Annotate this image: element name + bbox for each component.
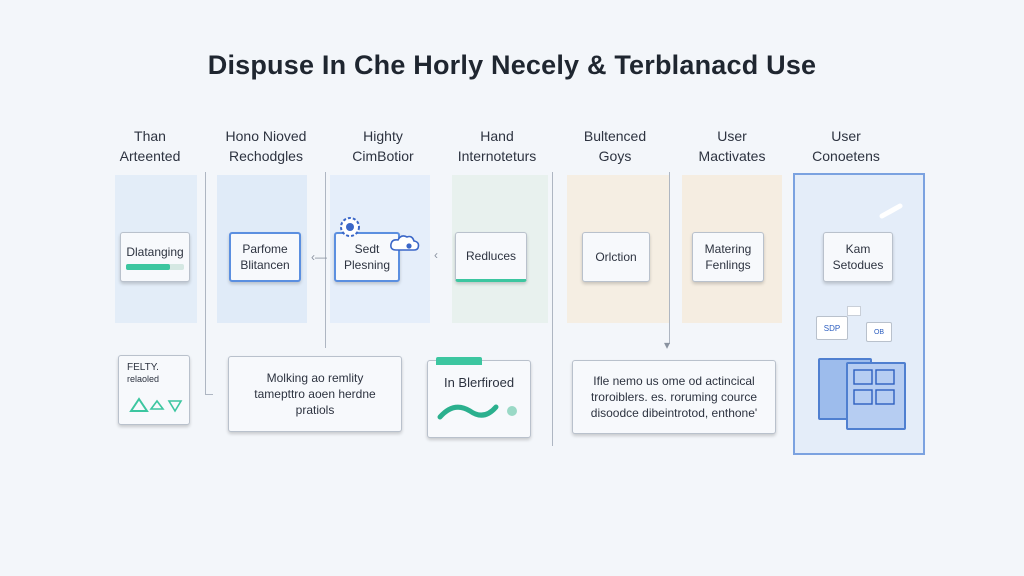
column-header-4: Hand Internoteturs	[437, 126, 557, 166]
node-matering-line2: Fenlings	[705, 258, 751, 272]
node-kam[interactable]: Kam Setodues	[823, 232, 893, 282]
node-orlction[interactable]: Orlction	[582, 232, 650, 282]
column-header-3: Highty CimBotior	[323, 126, 443, 166]
column-header-2-line2: Rechodgles	[229, 148, 303, 164]
cloud-icon	[390, 235, 420, 251]
badge-ob: OB	[866, 322, 892, 342]
node-in-blerfiroed-label: In Blerfiroed	[443, 375, 515, 390]
node-dlatanging-label: Dlatanging	[126, 245, 184, 259]
node-redluces-label: Redluces	[465, 249, 517, 263]
wave-icon	[437, 404, 517, 420]
arrow-down-icon: ▾	[664, 338, 671, 352]
grid-image-icon	[853, 369, 895, 405]
column-header-1: Than Arteented	[90, 126, 210, 166]
column-header-7-line1: User	[831, 128, 861, 144]
column-header-6: User Mactivates	[672, 126, 792, 166]
node-sedt-line2: Plesning	[343, 258, 391, 272]
node-molking[interactable]: Molking ao remlity tamepttro aoen herdne…	[228, 356, 402, 432]
column-header-1-line2: Arteented	[119, 148, 181, 164]
page-title: Dispuse In Che Horly Necely & Terblanacd…	[207, 50, 817, 80]
node-sedt-line1: Sedt	[354, 242, 380, 256]
column-header-5-line2: Goys	[598, 148, 632, 164]
column-header-6-line2: Mactivates	[698, 148, 766, 164]
badge-sdp: SDP	[816, 316, 848, 340]
node-dlatanging[interactable]: Dlatanging	[120, 232, 190, 282]
node-ifle-line2: troroiblers. es. roruming cource	[590, 390, 758, 404]
column-header-4-line1: Hand	[480, 128, 514, 144]
column-header-7: User Conoetens	[786, 126, 906, 166]
node-molking-line1: Molking ao remlity	[266, 371, 364, 385]
mini-card	[847, 306, 861, 316]
node-parfome[interactable]: Parfome Blitancen	[229, 232, 301, 282]
node-molking-line3: pratiols	[295, 403, 335, 417]
column-header-4-line2: Internoteturs	[457, 148, 537, 164]
badge-sdp-label: SDP	[823, 323, 841, 333]
column-header-2-line1: Hono Nioved	[225, 128, 307, 144]
column-header-3-line2: CimBotior	[352, 148, 414, 164]
node-matering[interactable]: Matering Fenlings	[692, 232, 764, 282]
node-ifle-line3: disoodce dibeintrotod, enthone'	[590, 406, 758, 420]
node-felty-line2: relaoled	[127, 374, 160, 384]
divider-line-1-foot	[205, 394, 213, 395]
triangle-icons	[129, 397, 183, 413]
node-orlction-label: Orlction	[595, 250, 637, 264]
badge-ob-label: OB	[873, 328, 885, 336]
column-header-6-line1: User	[717, 128, 747, 144]
link-icon	[879, 203, 903, 219]
column-header-5-line1: Bultenced	[583, 128, 647, 144]
column-header-5: Bultenced Goys	[555, 126, 675, 166]
node-redluces[interactable]: Redluces	[455, 232, 527, 282]
node-felty[interactable]: FELTY. relaoled	[118, 355, 190, 425]
gear-icon	[340, 217, 360, 237]
divider-line-3	[552, 172, 553, 446]
node-matering-line1: Matering	[704, 242, 752, 256]
node-felty-line1: FELTY.	[127, 362, 159, 373]
column-header-1-line1: Than	[134, 128, 166, 144]
progress-fill	[126, 264, 170, 270]
column-header-2: Hono Nioved Rechodgles	[206, 126, 326, 166]
divider-line-4	[669, 172, 670, 344]
arrow-left-icon: ‹—	[311, 250, 327, 264]
arrow-left-icon-2: ‹	[434, 248, 438, 262]
node-in-blerfiroed[interactable]: In Blerfiroed	[427, 357, 531, 438]
divider-line-2	[325, 172, 326, 348]
node-parfome-line2: Blitancen	[240, 258, 290, 272]
progress-track	[126, 264, 184, 270]
column-header-7-line2: Conoetens	[812, 148, 880, 164]
node-molking-line2: tamepttro aoen herdne	[254, 387, 376, 401]
divider-line-1	[205, 172, 206, 394]
node-parfome-line1: Parfome	[242, 242, 288, 256]
node-kam-line2: Setodues	[832, 258, 884, 272]
node-kam-line1: Kam	[845, 242, 871, 256]
column-header-3-line1: Highty	[363, 128, 403, 144]
node-ifle[interactable]: Ifle nemo us ome od actincical troroible…	[572, 360, 776, 434]
node-ifle-line1: Ifle nemo us ome od actincical	[593, 374, 755, 388]
node-sedt[interactable]: Sedt Plesning	[334, 232, 400, 282]
folder-tab	[436, 357, 482, 365]
image-card-front	[846, 362, 906, 430]
